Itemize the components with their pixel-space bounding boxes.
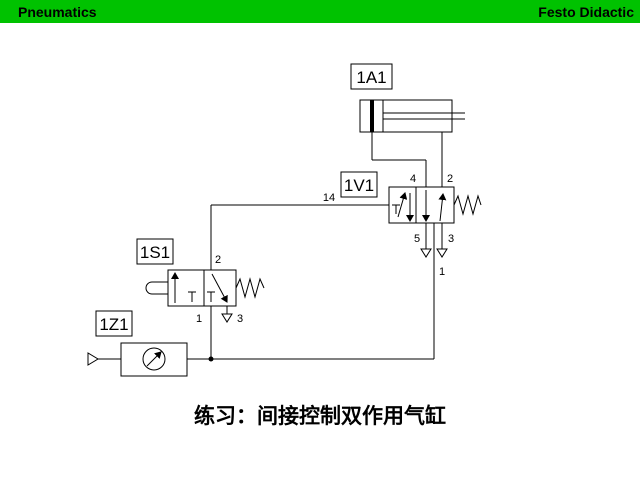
port-label: 2 (447, 173, 453, 185)
valve-1S1 (145, 269, 265, 359)
port-label: 14 (323, 192, 335, 204)
junction-dot (208, 356, 214, 362)
header-title-left: Pneumatics (18, 4, 97, 20)
port-label: 4 (410, 173, 416, 185)
service-unit-1Z1 (87, 342, 434, 377)
port-label: 5 (414, 233, 420, 245)
port-label: 2 (215, 254, 221, 266)
header-bar: Pneumatics Festo Didactic (0, 0, 640, 23)
header-title-right: Festo Didactic (538, 4, 634, 20)
label-box-1Z1 (95, 310, 133, 337)
port-label: 3 (448, 233, 454, 245)
cylinder-1A1 (359, 99, 465, 187)
label-1Z1: 1Z1 (99, 315, 128, 334)
caption: 练习：间接控制双作用气缸 (194, 403, 446, 428)
port-label: 1 (439, 266, 445, 278)
port-label: 1 (196, 313, 202, 325)
port-label: 3 (237, 313, 243, 325)
label-1S1: 1S1 (140, 243, 170, 262)
valve-1V1 (210, 159, 482, 359)
label-box-1S1 (136, 238, 174, 265)
label-box-1A1 (350, 63, 393, 90)
label-1V1: 1V1 (344, 176, 374, 195)
label-box-1V1 (340, 171, 378, 198)
label-1A1: 1A1 (356, 68, 386, 87)
